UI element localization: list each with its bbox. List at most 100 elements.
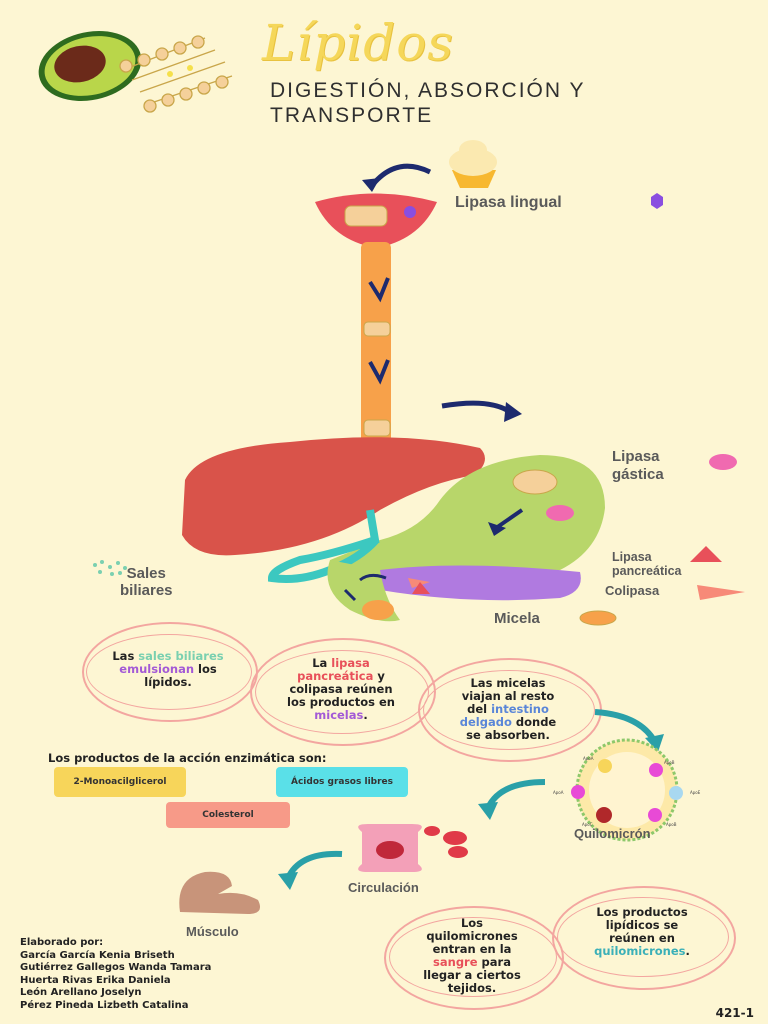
author-name: León Arellano Joselyn — [20, 987, 142, 998]
author-name: Gutiérrez Gallegos Wanda Tamara — [20, 962, 212, 973]
phospholipid-bilayer-icon — [119, 35, 233, 113]
chip-acidos-grasos: Ácidos grasos libres — [276, 767, 408, 797]
b3-highlight-1: intestino — [491, 702, 549, 716]
b5-text-3: entran en la — [432, 942, 512, 956]
group-code: 421-1 — [715, 1006, 754, 1020]
b3-text-2: viajan al resto — [461, 689, 555, 703]
bubble-lipasa-pancreatica: La lipasa pancreática y colipasa reúnen … — [262, 657, 420, 722]
authors-heading: Elaborado por: — [20, 937, 104, 948]
lipasa-gastrica-icon — [709, 454, 737, 470]
author-name: Pérez Pineda Lizbeth Catalina — [20, 999, 189, 1011]
apo-label-6: ApoB — [666, 822, 677, 827]
label-colipasa: Colipasa — [605, 583, 660, 598]
label-sales-biliares-line2: biliares — [120, 582, 173, 599]
lipid-droplet-mouth — [344, 205, 388, 227]
label-lipasa-gastrica: Lipasa gástica — [612, 448, 664, 484]
apo-label-5: ApoC — [582, 822, 593, 827]
label-lipasa-pancreatica: Lipasa pancreática — [612, 550, 681, 578]
b1-text-1: Las — [112, 649, 139, 663]
digestive-system-diagram — [93, 140, 745, 626]
bubble-ring-1-inner — [86, 634, 252, 710]
apo-label-1: ApoA — [583, 756, 594, 761]
avocado-phospholipid-illustration — [38, 31, 233, 113]
b5-text-1: Los — [460, 916, 484, 930]
chip-monoacilglicerol: 2-Monoacilglicerol — [54, 767, 186, 797]
b2-text-2: y — [373, 669, 385, 683]
bubble-ring-3-inner — [423, 670, 595, 750]
lipasa-lingual-dot — [404, 206, 416, 218]
b1-text-2: los — [194, 662, 217, 676]
ice-cream-icon — [449, 140, 497, 188]
b4-text-4: . — [685, 944, 690, 958]
authors-block: Elaborado por: García García Kenia Brise… — [20, 937, 211, 1012]
apo-label-3: ApoA — [553, 790, 564, 795]
chip-colesterol: Colesterol — [166, 802, 290, 828]
lipasa-pancreatica-icon — [690, 546, 722, 562]
b5-text-5: llegar a ciertos — [423, 968, 521, 982]
lipasa-lingual-icon — [651, 193, 663, 209]
bubble-micelas: Las micelas viajan al resto del intestin… — [430, 677, 586, 742]
small-intestine — [380, 565, 581, 601]
b5-text-6: tejidos. — [447, 981, 497, 995]
transport-diagram — [179, 709, 683, 914]
label-circulacion: Circulación — [348, 880, 419, 895]
bile-salts-dots — [93, 560, 127, 576]
quilomicron-icon — [571, 738, 683, 842]
products-heading: Los productos de la acción enzimática so… — [48, 751, 327, 765]
b3-highlight-2: delgado — [459, 715, 512, 729]
subtitle-line-1: DIGESTIÓN, ABSORCIÓN Y — [270, 79, 586, 102]
label-lipasa-gastrica-line2: gástica — [612, 466, 664, 483]
b5-text-2: quilomicrones — [426, 929, 518, 943]
b3-text-3: del — [467, 702, 492, 716]
apo-label-4: ApoE — [690, 790, 701, 795]
b5-text-4: para — [477, 955, 511, 969]
micela-icon — [579, 610, 617, 626]
b1-highlight-2: emulsionan — [119, 662, 195, 676]
author-name: García García Kenia Briseth — [20, 949, 175, 961]
b2-text-1: La — [312, 656, 332, 670]
author-name: Huerta Rivas Erika Daniela — [20, 974, 171, 986]
liver — [182, 437, 485, 556]
b3-text-4: donde — [511, 715, 557, 729]
bubble-productos-lipidicos: Los productos lipídicos se reúnen en qui… — [566, 906, 718, 958]
label-lipasa-gastrica-line1: Lipasa — [612, 448, 660, 465]
bubble-ring-5 — [384, 906, 564, 1010]
b2-text-5: . — [363, 708, 368, 722]
label-micela: Micela — [494, 610, 540, 627]
blood-cells-icon — [358, 824, 468, 872]
b5-highlight-1: sangre — [433, 955, 478, 969]
bubble-ring-4-inner — [557, 897, 729, 977]
avocado-icon — [38, 31, 142, 101]
page-subtitle: DIGESTIÓN, ABSORCIÓN Y TRANSPORTE — [270, 78, 740, 128]
arrow-to-quilomicron — [594, 709, 658, 744]
label-lipasa-pancreatica-line2: pancreática — [612, 564, 682, 578]
apo-label-2: ApoB — [664, 760, 675, 765]
label-lipasa-lingual: Lipasa lingual — [455, 194, 562, 211]
bubble-quilomicrones-sangre: Los quilomicrones entran en la sangre pa… — [396, 917, 548, 995]
label-sales-biliares: Sales biliares — [120, 565, 173, 599]
label-quilomicron: Quilomicrón — [574, 826, 651, 841]
b3-text-5: se absorben. — [466, 728, 550, 742]
b2-text-3: colipasa reúnen — [289, 682, 393, 696]
subtitle-line-2: TRANSPORTE — [270, 104, 434, 127]
b2-text-4: los productos en — [287, 695, 395, 709]
b1-highlight-1: sales biliares — [138, 649, 224, 663]
b3-text-1: Las micelas — [470, 676, 546, 690]
label-lipasa-pancreatica-line1: Lipasa — [612, 550, 652, 564]
colipasa-icon — [697, 585, 745, 600]
bubble-sales-biliares: Las sales biliares emulsionan los lípido… — [90, 650, 246, 689]
muscle-icon — [179, 871, 261, 914]
bubble-ring-5-inner — [389, 917, 557, 997]
b1-text-3: lípidos. — [144, 675, 192, 689]
b2-highlight-2: pancreática — [297, 669, 374, 683]
label-musculo: Músculo — [186, 924, 239, 939]
b2-highlight-3: micelas — [314, 708, 364, 722]
label-sales-biliares-line1: Sales — [126, 565, 166, 582]
b4-text-2: lipídicos se — [605, 918, 679, 932]
b4-highlight-1: quilomicrones — [594, 944, 686, 958]
b4-text-3: reúnen en — [609, 931, 675, 945]
page-title: Lípidos — [262, 14, 454, 72]
b4-text-1: Los productos — [596, 905, 688, 919]
arrow-to-mouth — [368, 163, 432, 190]
b2-highlight-1: lipasa — [331, 656, 370, 670]
